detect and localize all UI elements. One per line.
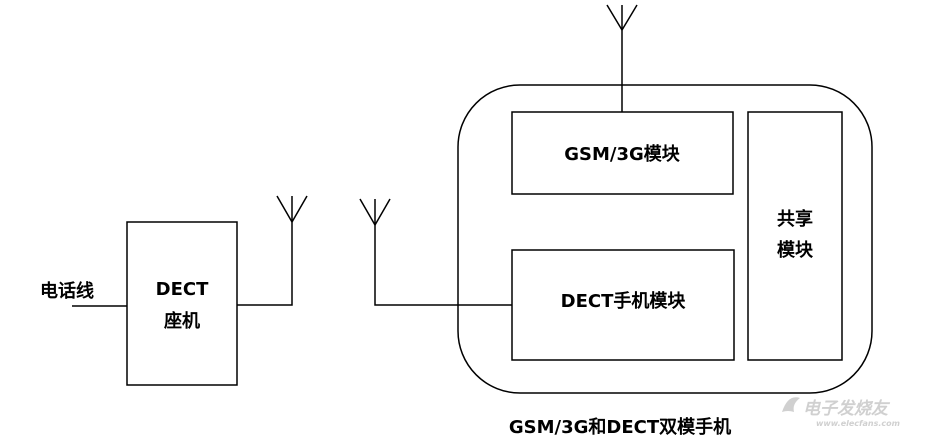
dect-handset-module-box: [511, 249, 735, 361]
dect-base-box: [126, 221, 238, 386]
dect-handset-module-label: DECT手机模块: [561, 290, 687, 312]
shared-module-label-line2: 模块: [777, 239, 814, 261]
dect-base-label-line2: 座机: [164, 310, 200, 332]
watermark-url: www.elecfans.com: [816, 419, 900, 428]
base-antenna-wire: [237, 222, 293, 306]
watermark-text: 电子发烧友: [803, 399, 891, 419]
handset-antenna-wire: [374, 225, 512, 306]
gsm-module-box: [511, 111, 734, 195]
base-antenna-icon: [276, 195, 308, 223]
shared-module-box: [747, 111, 843, 361]
gsm-antenna-icon: [606, 4, 638, 31]
phone-line-label: 电话线: [40, 280, 94, 302]
dect-base-label-line1: DECT: [156, 279, 209, 300]
device-caption: GSM/3G和DECT双模手机: [509, 416, 731, 438]
dual-mode-phone-outline: [457, 84, 873, 394]
watermark-logo-icon: [782, 397, 800, 412]
handset-antenna-icon: [359, 198, 391, 226]
gsm-module-label: GSM/3G模块: [564, 143, 681, 165]
watermark-logo: 电子发烧友 www.elecfans.com: [782, 397, 900, 428]
shared-module-label-line1: 共享: [777, 208, 813, 230]
